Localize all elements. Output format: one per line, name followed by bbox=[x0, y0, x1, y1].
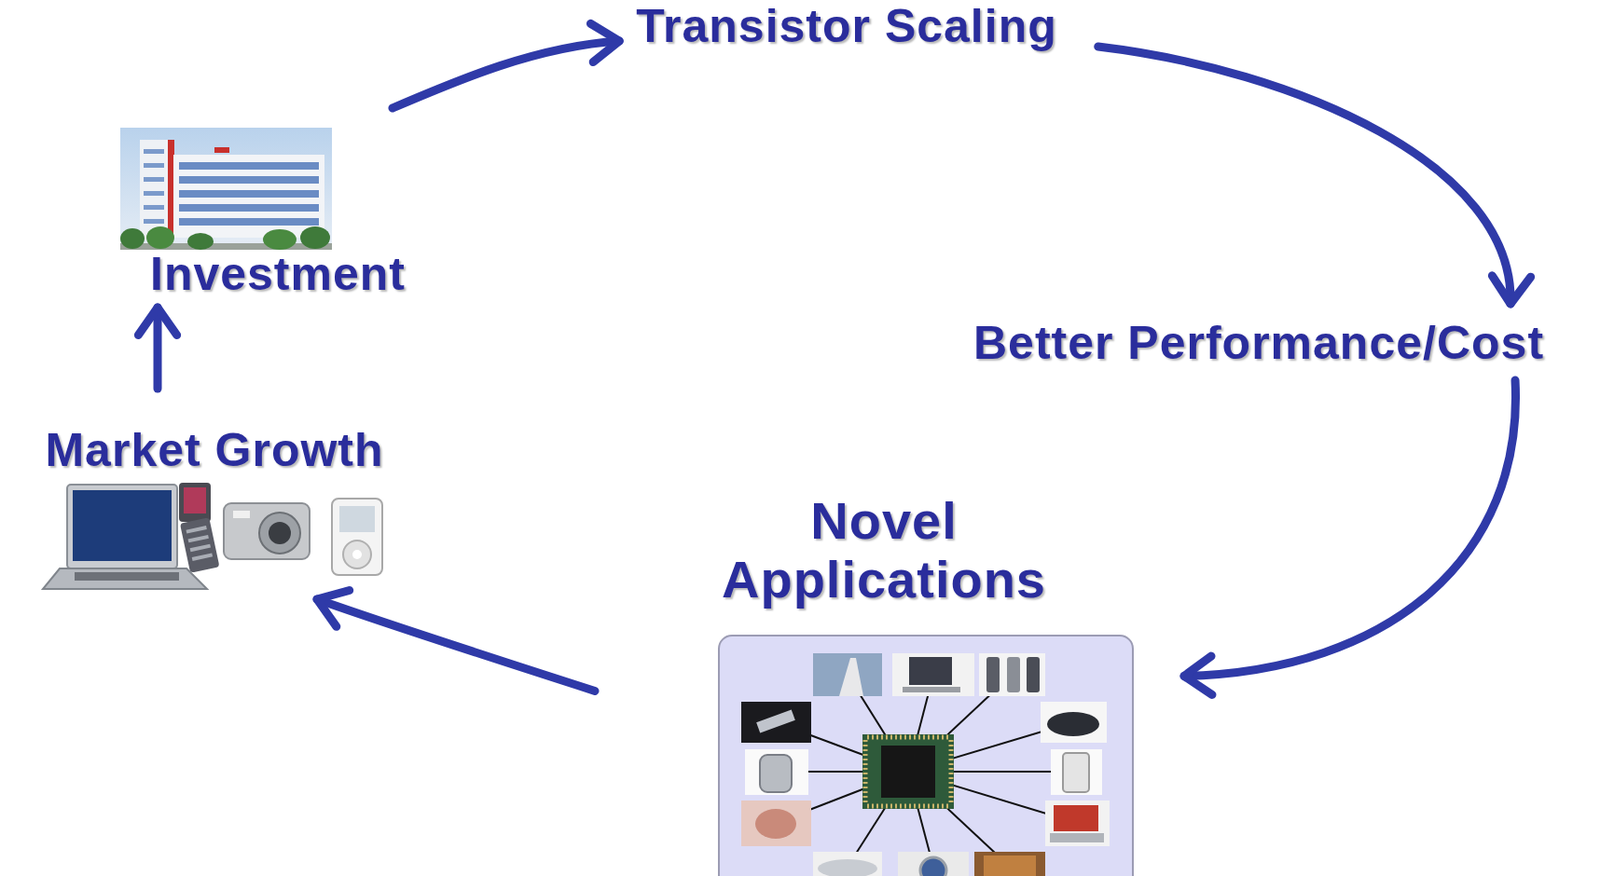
arrow-head bbox=[590, 23, 620, 62]
cycle-arrow bbox=[137, 307, 177, 389]
arrow-head bbox=[1184, 656, 1213, 695]
gadgets-photo bbox=[42, 482, 383, 590]
stage-label: Better Performance/Cost bbox=[973, 317, 1545, 370]
stage-label: Transistor Scaling bbox=[635, 0, 1057, 53]
stage-label: Novel Applications bbox=[697, 492, 1071, 609]
applications-panel bbox=[718, 635, 1133, 876]
cycle-arrow bbox=[1184, 380, 1517, 695]
arrow-line bbox=[392, 41, 620, 109]
cycle-stage: Novel Applications bbox=[693, 492, 1075, 609]
arrow-line bbox=[317, 599, 595, 691]
cycle-stage: Market Growth bbox=[41, 424, 387, 477]
stage-label: Investment bbox=[150, 248, 406, 301]
arrow-line bbox=[1184, 380, 1517, 676]
arrow-head bbox=[317, 590, 350, 627]
arrow-head bbox=[137, 307, 177, 335]
stage-label: Market Growth bbox=[44, 424, 384, 477]
arrow-line bbox=[1098, 46, 1511, 304]
cycle-arrow bbox=[392, 23, 620, 109]
arrow-line bbox=[153, 307, 163, 389]
cycle-arrow bbox=[1098, 46, 1532, 304]
building-photo bbox=[120, 127, 332, 250]
cycle-stage: Investment bbox=[146, 248, 410, 301]
cycle-stage: Better Performance/Cost bbox=[969, 317, 1548, 370]
cycle-arrow bbox=[317, 590, 595, 691]
cycle-stage: Transistor Scaling bbox=[632, 0, 1061, 53]
arrow-head bbox=[1491, 275, 1531, 304]
